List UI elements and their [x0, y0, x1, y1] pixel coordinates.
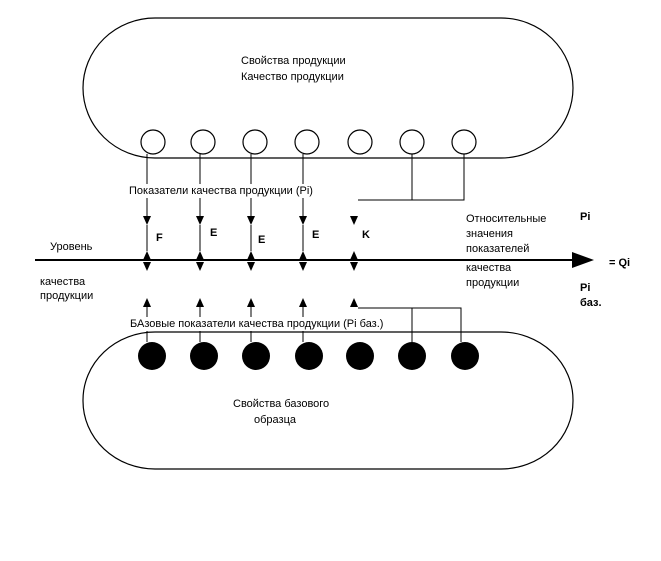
up-arrowhead	[196, 251, 204, 260]
open-node	[399, 129, 425, 155]
quality-indicators-label: Показатели качества продукции (Pi)	[127, 184, 315, 198]
axis-arrowhead	[572, 252, 594, 268]
bottom-group-subtitle: образца	[254, 414, 296, 426]
relative-values-line1: Относительные	[466, 213, 547, 225]
open-node	[451, 129, 477, 155]
arrow-letter-f: F	[156, 232, 163, 244]
down-arrowhead	[350, 262, 358, 271]
relative-values-line3: показателей	[466, 243, 530, 255]
bottom-properties-shape	[82, 331, 574, 470]
arrow-letter-e1: E	[210, 227, 218, 239]
top-bracket	[358, 154, 465, 201]
filled-node	[190, 342, 218, 370]
open-node	[242, 129, 268, 155]
top-group-title: Свойства продукции	[241, 55, 346, 67]
base-indicators-label: БАзовые показатели качества продукции (P…	[128, 317, 386, 331]
axis-level-label: Уровень	[50, 241, 93, 253]
filled-node	[346, 342, 374, 370]
down-arrowhead	[143, 262, 151, 271]
top-group-subtitle: Качество продукции	[241, 71, 344, 83]
filled-node	[138, 342, 166, 370]
formula-numerator: Pi	[580, 211, 591, 223]
down-arrowheads	[143, 216, 358, 225]
down-arrowhead	[247, 216, 255, 225]
filled-node	[295, 342, 323, 370]
filled-node	[242, 342, 270, 370]
relative-values-line5: продукции	[466, 277, 520, 289]
up-arrowheads-upper	[143, 251, 358, 260]
up-arrowhead	[143, 251, 151, 260]
axis-ticks	[146, 225, 304, 251]
open-nodes	[140, 129, 477, 155]
axis-quality-line1: качества	[40, 276, 86, 288]
up-arrowhead	[350, 251, 358, 260]
down-arrowheads-lower	[143, 262, 358, 271]
axis-quality-line2: продукции	[40, 290, 94, 302]
formula-denominator-pi: Pi	[580, 282, 591, 294]
open-node	[140, 129, 166, 155]
down-arrowhead	[196, 216, 204, 225]
up-arrowhead	[299, 251, 307, 260]
bottom-group-title: Свойства базового	[233, 398, 330, 410]
up-arrowhead	[299, 298, 307, 307]
filled-node	[451, 342, 479, 370]
arrow-letter-e3: E	[312, 229, 320, 241]
down-arrowhead	[196, 262, 204, 271]
down-arrowhead	[143, 216, 151, 225]
top-properties-shape	[82, 17, 574, 159]
bottom-bracket	[358, 307, 462, 342]
arrow-letter-k: K	[362, 229, 370, 241]
relative-values-line4: качества	[466, 262, 512, 274]
relative-values-line2: значения	[466, 228, 514, 240]
open-node	[294, 129, 320, 155]
formula-denominator-base: баз.	[580, 297, 602, 309]
down-arrowhead	[299, 262, 307, 271]
filled-nodes	[138, 342, 479, 370]
down-arrowhead	[299, 216, 307, 225]
up-arrowhead	[196, 298, 204, 307]
down-arrowhead	[350, 216, 358, 225]
up-arrowhead	[143, 298, 151, 307]
down-arrowhead	[247, 262, 255, 271]
formula-equals: = Qi	[609, 257, 631, 269]
filled-node	[398, 342, 426, 370]
open-node	[190, 129, 216, 155]
open-node	[347, 129, 373, 155]
up-arrowhead	[247, 298, 255, 307]
arrow-letter-e2: E	[258, 234, 266, 246]
up-arrowhead	[350, 298, 358, 307]
up-arrowhead	[247, 251, 255, 260]
up-arrowheads-lower	[143, 298, 358, 307]
